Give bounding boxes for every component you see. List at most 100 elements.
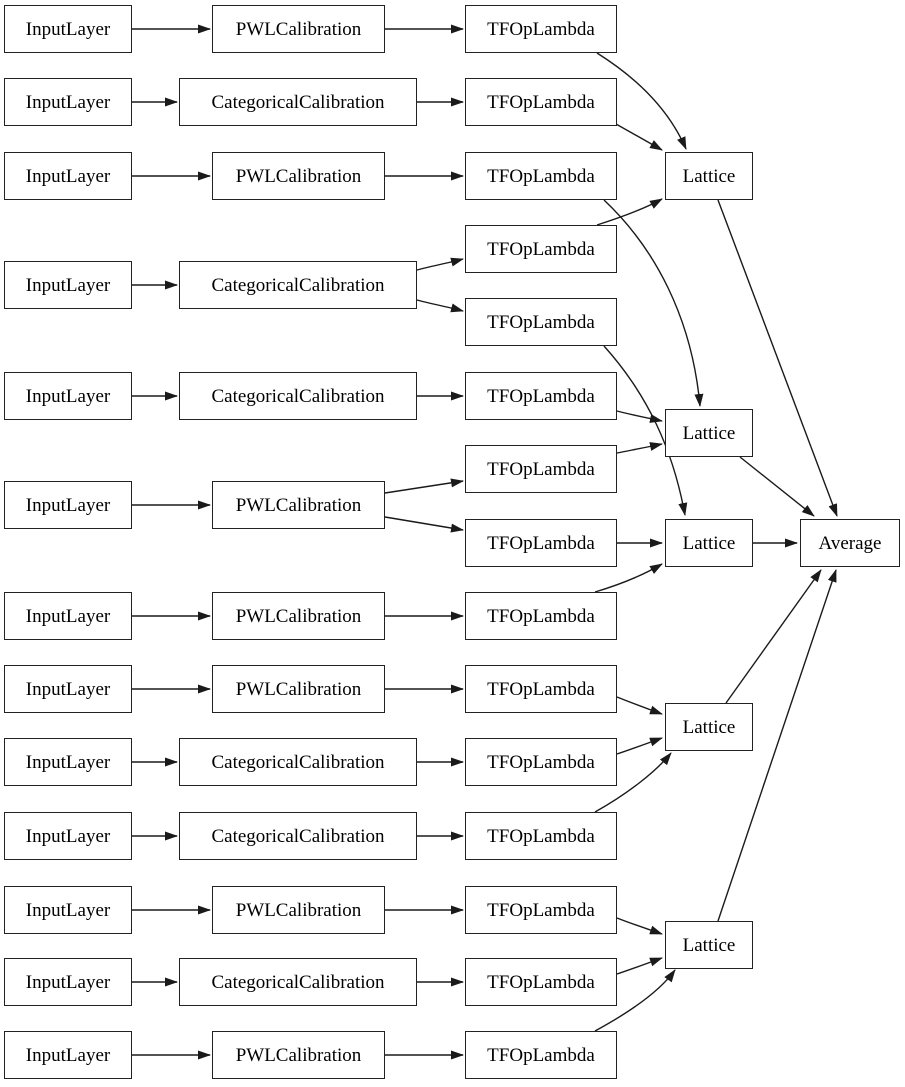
edge-tfop_9-lattice_4 xyxy=(616,737,663,755)
node-tfop_7: TFOpLambda xyxy=(465,592,617,640)
node-label-input_2: InputLayer xyxy=(25,91,111,113)
node-label-average: Average xyxy=(818,532,882,554)
node-label-tfop_9: TFOpLambda xyxy=(487,751,595,773)
node-label-calib_3: PWLCalibration xyxy=(235,165,362,187)
node-lattice_5: Lattice xyxy=(665,921,753,969)
node-calib_11: PWLCalibration xyxy=(212,886,385,934)
node-calib_7: PWLCalibration xyxy=(212,592,385,640)
node-label-calib_2: CategoricalCalibration xyxy=(211,91,385,113)
node-label-input_6: InputLayer xyxy=(25,494,111,516)
node-tfop_1: TFOpLambda xyxy=(465,5,617,53)
node-label-calib_7: PWLCalibration xyxy=(235,605,362,627)
node-calib_3: PWLCalibration xyxy=(212,152,385,200)
node-label-input_13: InputLayer xyxy=(25,1044,111,1066)
node-label-calib_12: CategoricalCalibration xyxy=(211,971,385,993)
edge-tfop_8-lattice_4 xyxy=(616,696,663,715)
node-label-input_9: InputLayer xyxy=(25,751,111,773)
node-calib_1: PWLCalibration xyxy=(212,5,385,53)
node-label-calib_9: CategoricalCalibration xyxy=(211,751,385,773)
node-label-input_10: InputLayer xyxy=(25,825,111,847)
node-label-tfop_6a: TFOpLambda xyxy=(487,458,595,480)
node-label-tfop_4b: TFOpLambda xyxy=(487,311,595,333)
edge-tfop_12-lattice_5 xyxy=(616,957,663,975)
node-calib_12: CategoricalCalibration xyxy=(179,958,417,1006)
node-calib_2: CategoricalCalibration xyxy=(179,78,417,126)
node-tfop_9: TFOpLambda xyxy=(465,738,617,786)
node-input_12: InputLayer xyxy=(4,958,132,1006)
node-label-input_5: InputLayer xyxy=(25,385,111,407)
node-tfop_4a: TFOpLambda xyxy=(465,225,617,273)
node-calib_10: CategoricalCalibration xyxy=(179,812,417,860)
edge-tfop_13-lattice_5 xyxy=(594,969,676,1032)
node-label-tfop_1: TFOpLambda xyxy=(487,18,595,40)
node-label-input_8: InputLayer xyxy=(25,678,111,700)
node-input_9: InputLayer xyxy=(4,738,132,786)
edge-tfop_11-lattice_5 xyxy=(616,917,663,935)
node-label-tfop_11: TFOpLambda xyxy=(487,899,595,921)
node-tfop_3: TFOpLambda xyxy=(465,152,617,200)
node-calib_8: PWLCalibration xyxy=(212,665,385,713)
node-tfop_10: TFOpLambda xyxy=(465,812,617,860)
node-label-calib_13: PWLCalibration xyxy=(235,1044,362,1066)
edge-tfop_5-lattice_2 xyxy=(616,410,663,423)
edge-tfop_2-lattice_1 xyxy=(615,123,663,151)
node-label-input_12: InputLayer xyxy=(25,971,111,993)
node-label-tfop_13: TFOpLambda xyxy=(487,1044,595,1066)
node-input_5: InputLayer xyxy=(4,372,132,420)
node-input_7: InputLayer xyxy=(4,592,132,640)
node-input_13: InputLayer xyxy=(4,1031,132,1079)
node-calib_9: CategoricalCalibration xyxy=(179,738,417,786)
node-lattice_2: Lattice xyxy=(665,409,753,457)
edge-tfop_3-lattice_2 xyxy=(603,199,704,407)
edge-tfop_4b-lattice_3 xyxy=(603,345,688,516)
node-label-calib_10: CategoricalCalibration xyxy=(211,825,385,847)
edge-tfop_7-lattice_3 xyxy=(594,563,663,593)
node-label-tfop_3: TFOpLambda xyxy=(487,165,595,187)
node-calib_6: PWLCalibration xyxy=(212,481,385,529)
edge-lattice_5-average xyxy=(717,569,837,922)
node-label-input_11: InputLayer xyxy=(25,899,111,921)
node-label-tfop_4a: TFOpLambda xyxy=(487,238,595,260)
node-lattice_1: Lattice xyxy=(665,152,753,200)
edge-tfop_6a-lattice_2 xyxy=(616,442,663,454)
node-average: Average xyxy=(800,519,900,567)
node-input_2: InputLayer xyxy=(4,78,132,126)
edge-calib_6-tfop_6b xyxy=(384,516,464,533)
node-tfop_8: TFOpLambda xyxy=(465,665,617,713)
node-label-lattice_2: Lattice xyxy=(682,422,736,444)
node-label-tfop_12: TFOpLambda xyxy=(487,971,595,993)
node-label-lattice_5: Lattice xyxy=(682,934,736,956)
node-input_10: InputLayer xyxy=(4,812,132,860)
node-input_3: InputLayer xyxy=(4,152,132,200)
node-tfop_5: TFOpLambda xyxy=(465,372,617,420)
edge-tfop_1-lattice_1 xyxy=(596,52,687,150)
edge-tfop_10-lattice_4 xyxy=(594,752,672,813)
node-label-tfop_10: TFOpLambda xyxy=(487,825,595,847)
node-tfop_6a: TFOpLambda xyxy=(465,445,617,493)
edge-calib_4-tfop_4a xyxy=(416,257,464,271)
node-label-input_1: InputLayer xyxy=(25,18,111,40)
node-label-tfop_7: TFOpLambda xyxy=(487,605,595,627)
node-input_11: InputLayer xyxy=(4,886,132,934)
node-label-calib_5: CategoricalCalibration xyxy=(211,385,385,407)
node-calib_5: CategoricalCalibration xyxy=(179,372,417,420)
edge-tfop_4a-lattice_1 xyxy=(596,198,663,226)
node-calib_13: PWLCalibration xyxy=(212,1031,385,1079)
node-tfop_2: TFOpLambda xyxy=(465,78,617,126)
node-lattice_3: Lattice xyxy=(665,519,753,567)
node-label-tfop_6b: TFOpLambda xyxy=(487,532,595,554)
node-label-tfop_8: TFOpLambda xyxy=(487,678,595,700)
edge-lattice_4-average xyxy=(725,569,822,704)
edge-calib_4-tfop_4b xyxy=(416,299,464,313)
node-tfop_11: TFOpLambda xyxy=(465,886,617,934)
node-label-tfop_5: TFOpLambda xyxy=(487,385,595,407)
node-input_8: InputLayer xyxy=(4,665,132,713)
node-tfop_4b: TFOpLambda xyxy=(465,298,617,346)
node-label-calib_4: CategoricalCalibration xyxy=(211,274,385,296)
node-tfop_12: TFOpLambda xyxy=(465,958,617,1006)
node-input_4: InputLayer xyxy=(4,261,132,309)
node-label-lattice_3: Lattice xyxy=(682,532,736,554)
node-label-lattice_4: Lattice xyxy=(682,716,736,738)
